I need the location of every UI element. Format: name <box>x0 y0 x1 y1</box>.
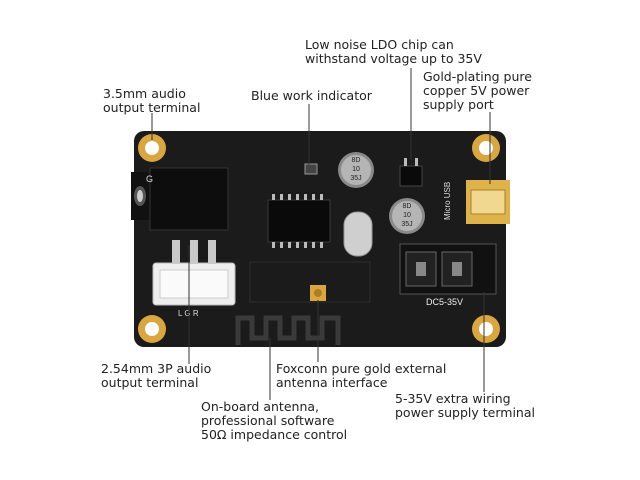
main-chip <box>267 194 331 248</box>
jack-mark: G <box>146 174 153 184</box>
micro-usb-label: Micro USB <box>443 182 452 220</box>
callout-ldo-line2: withstand voltage up to 35V <box>305 51 482 66</box>
mounting-hole-bottom-left <box>138 315 166 343</box>
callout-usb-line1: Gold-plating pure <box>423 69 532 84</box>
callout-power-line1: 5-35V extra wiring <box>395 391 511 406</box>
mounting-hole-top-right <box>472 134 500 162</box>
callout-antenna-if-line2: antenna interface <box>276 375 388 390</box>
callout-power-line2: power supply terminal <box>395 405 535 420</box>
callout-usb-line2: copper 5V power <box>423 83 530 98</box>
callout-audio35-line1: 3.5mm audio <box>103 86 186 101</box>
callout-power-terminal: 5-35V extra wiring power supply terminal <box>395 392 535 420</box>
callout-blue-indicator: Blue work indicator <box>251 89 372 103</box>
callout-blue-line1: Blue work indicator <box>251 88 372 103</box>
callout-audio-3p: 2.54mm 3P audio output terminal <box>101 362 211 390</box>
audio-jack-35mm: G <box>131 167 229 231</box>
callout-onboard-ant-line3: 50Ω impedance control <box>201 427 348 442</box>
dc-voltage-label: DC5-35V <box>426 297 463 307</box>
cap2-line2: 10 <box>403 212 411 219</box>
callout-audio3p-line2: output terminal <box>101 375 199 390</box>
ldo-chip <box>399 158 423 187</box>
cap1-line3: 35J <box>350 175 361 182</box>
callout-ldo-chip: Low noise LDO chip can withstand voltage… <box>305 38 482 66</box>
callout-audio35-line2: output terminal <box>103 100 201 115</box>
callout-audio3p-line1: 2.54mm 3P audio <box>101 361 212 376</box>
crystal-oscillator <box>343 211 373 257</box>
capacitor-1: 8D 10 35J <box>338 152 374 188</box>
cap2-line3: 35J <box>401 221 412 228</box>
callout-antenna-if-line1: Foxconn pure gold external <box>276 361 447 376</box>
callout-onboard-ant-line1: On-board antenna, <box>201 399 319 414</box>
cap2-line1: 8D <box>403 203 412 210</box>
callout-onboard-antenna: On-board antenna, professional software … <box>201 400 347 442</box>
pcb-vias <box>249 261 371 303</box>
callout-antenna-interface: Foxconn pure gold external antenna inter… <box>276 362 446 390</box>
callout-ldo-line1: Low noise LDO chip can <box>305 37 454 52</box>
connector-3p: L G R <box>152 240 236 318</box>
blue-led <box>304 163 318 175</box>
callout-usb-port: Gold-plating pure copper 5V power supply… <box>423 70 532 112</box>
external-antenna-interface <box>310 285 326 301</box>
leader-lines <box>151 68 491 400</box>
capacitor-2: 8D 10 35J <box>389 198 425 234</box>
power-terminal-block: DC5-35V <box>399 243 497 307</box>
connector-pin-labels: L G R <box>178 309 199 318</box>
mounting-hole-top-left <box>138 134 166 162</box>
cap1-line1: 8D <box>352 157 361 164</box>
onboard-antenna-trace <box>235 315 341 345</box>
callout-onboard-ant-line2: professional software <box>201 413 335 428</box>
callout-audio-35mm: 3.5mm audio output terminal <box>103 87 200 115</box>
mounting-hole-bottom-right <box>472 315 500 343</box>
callout-usb-line3: supply port <box>423 97 494 112</box>
micro-usb-port: Micro USB <box>443 180 510 224</box>
cap1-line2: 10 <box>352 166 360 173</box>
